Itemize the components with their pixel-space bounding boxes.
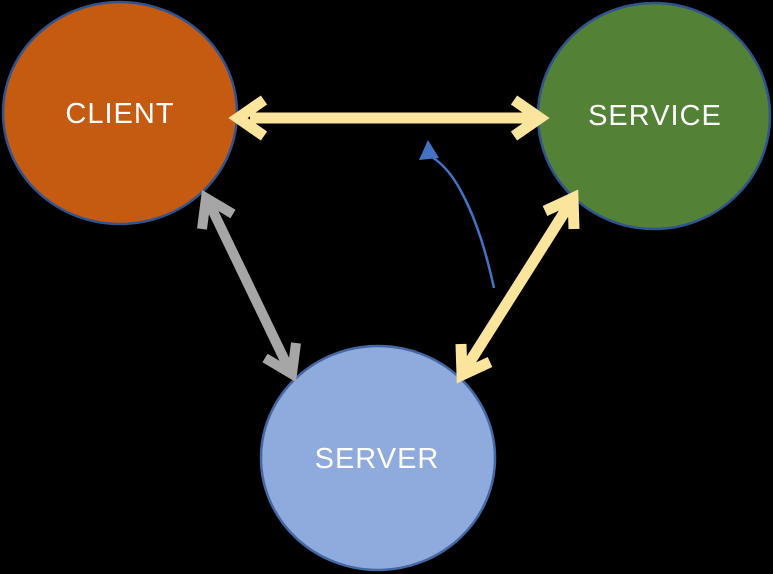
node-client-label: CLIENT bbox=[65, 98, 174, 130]
arrow-service-server bbox=[455, 189, 580, 384]
curved-arrow-head-icon bbox=[419, 140, 439, 160]
arrow-client-server bbox=[197, 189, 301, 383]
node-service-label: SERVICE bbox=[588, 100, 722, 132]
arrow-client-service bbox=[228, 95, 550, 141]
node-server-circle bbox=[259, 344, 497, 572]
node-server-label: SERVER bbox=[315, 443, 440, 475]
curved-arrow-line bbox=[431, 155, 496, 289]
